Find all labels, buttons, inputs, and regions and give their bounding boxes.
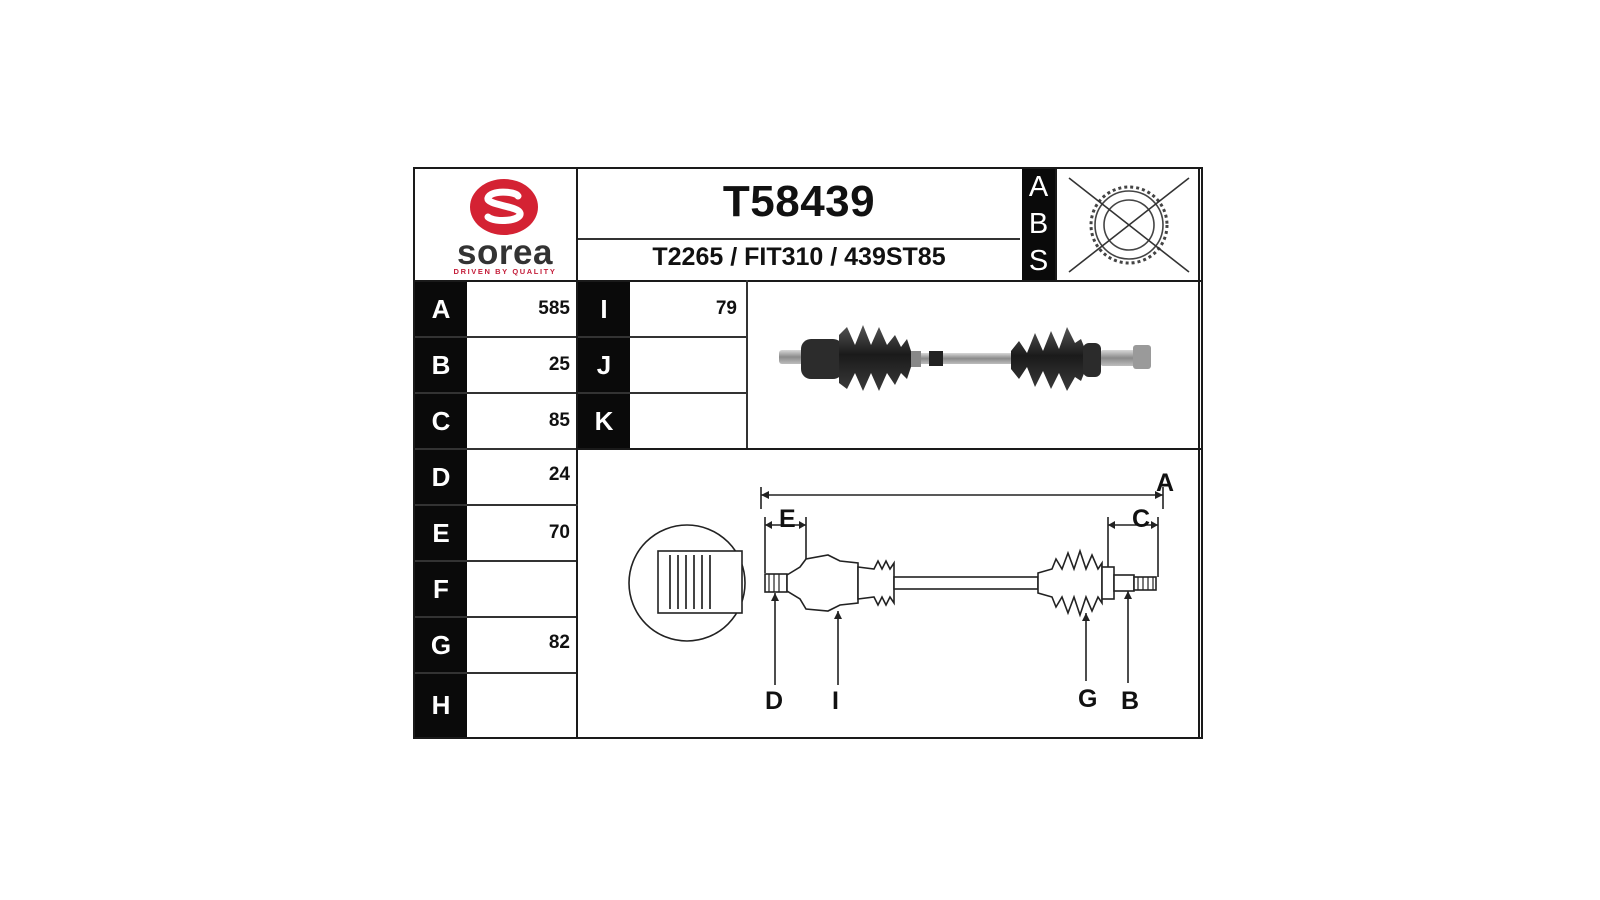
diagram-label-g: G [1078, 685, 1098, 713]
dim-label-i: I [578, 282, 630, 336]
sorea-logo-mark-icon [470, 179, 538, 235]
dim-label-j: J [578, 338, 630, 392]
row-sep [415, 672, 576, 674]
dim-value-e: 70 [548, 522, 570, 543]
dim-label-b: B [415, 338, 467, 392]
dim-label-c: C [415, 394, 467, 448]
dim-label-e: E [415, 506, 467, 560]
diagram-label-b: B [1121, 687, 1140, 715]
divider-logo [576, 169, 578, 737]
product-code: T58439 [722, 177, 876, 226]
dim-value-d: 24 [548, 464, 570, 485]
divider-abs [1055, 169, 1057, 280]
row-sep [415, 336, 576, 338]
diagram-label-e: E [779, 505, 796, 533]
abs-ring-crossed-icon [1068, 177, 1190, 273]
dim-value-i: 79 [715, 298, 737, 319]
dim-value-g: 82 [548, 632, 570, 653]
dim-value-c: 85 [548, 410, 570, 431]
abs-label: A B S [1022, 169, 1055, 280]
divider-right-edge [1198, 169, 1200, 737]
divider-photo [746, 280, 748, 449]
row-sep [415, 392, 576, 394]
cross-references: T2265 / FIT310 / 439ST85 [652, 243, 946, 271]
abs-letter: B [1028, 208, 1049, 240]
dim-value-a: 585 [538, 298, 570, 319]
drive-shaft-photo [779, 325, 1151, 391]
abs-letter: A [1028, 171, 1049, 203]
row-sep [415, 616, 576, 618]
diagram-label-i: I [832, 687, 839, 715]
dim-label-k: K [578, 394, 630, 448]
dim-label-h: H [415, 674, 467, 737]
brand-name: sorea [457, 233, 553, 272]
abs-letter: S [1028, 245, 1049, 277]
divider-header [415, 280, 1201, 282]
row-sep [415, 560, 576, 562]
dim-label-f: F [415, 562, 467, 616]
row-sep [578, 392, 746, 394]
brand-tagline: DRIVEN BY QUALITY [453, 267, 557, 276]
row-sep [415, 504, 578, 506]
product-sheet: sorea DRIVEN BY QUALITY T58439 T2265 / F… [413, 167, 1203, 739]
dim-label-d: D [415, 450, 467, 504]
dim-label-g: G [415, 618, 467, 672]
diagram-label-d: D [765, 687, 784, 715]
diagram-label-c: C [1132, 505, 1151, 533]
divider-code [578, 238, 1020, 240]
dim-label-a: A [415, 282, 467, 336]
dim-value-b: 25 [548, 354, 570, 375]
dimension-diagram [628, 487, 1164, 685]
row-sep [415, 448, 576, 450]
row-sep [578, 336, 746, 338]
divider-photo-bottom [578, 448, 1201, 450]
diagram-label-a: A [1156, 469, 1175, 497]
